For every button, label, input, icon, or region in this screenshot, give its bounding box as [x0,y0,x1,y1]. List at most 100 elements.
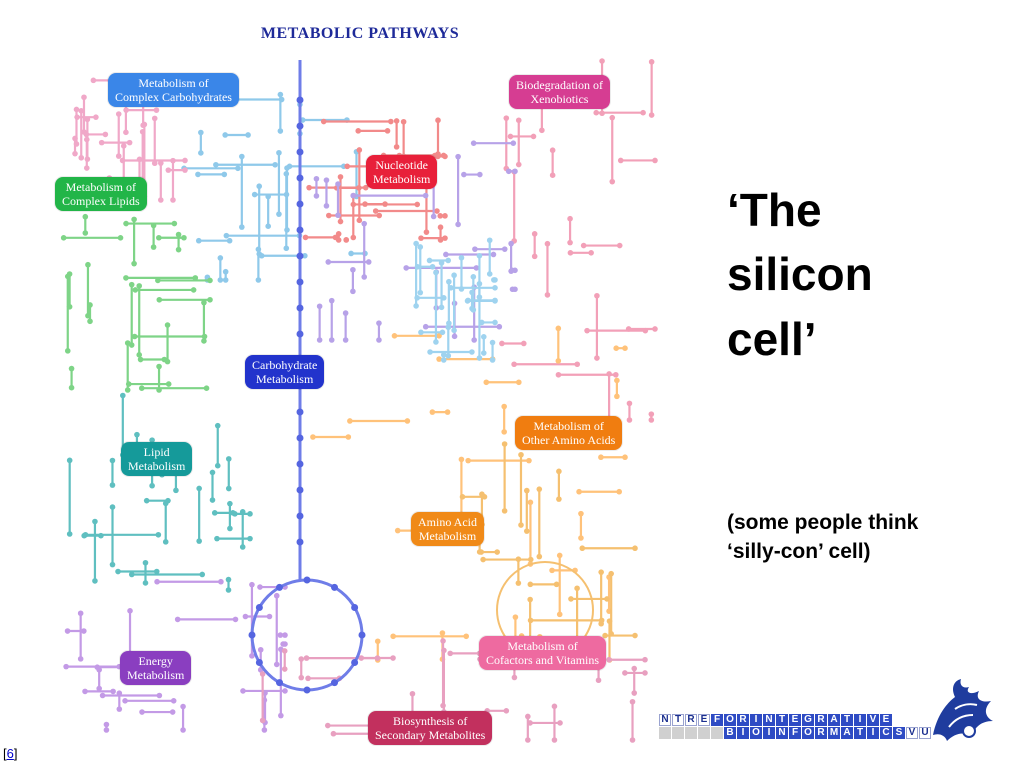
pathway-node [505,168,512,175]
pathway-node [259,671,266,677]
trunk-node [296,174,304,182]
pathway-node [527,556,534,563]
pathway-node [372,208,379,214]
pathway-node [239,544,246,550]
pathway-node [580,242,587,249]
pathway-node [648,59,655,65]
pathway-node [527,581,534,588]
pathway-node [622,345,628,352]
pathway-node [388,118,394,125]
pathway-node [255,246,262,253]
pathway-node [142,580,149,586]
pathway-node [83,165,90,171]
pathway-node [472,246,478,252]
pathway-node [232,616,239,623]
pathway-node [240,688,246,694]
pathway-node [501,403,507,410]
pathway-node [73,106,80,113]
pathway-node [164,322,171,328]
pathway-node [109,482,116,488]
pathway-node [549,172,556,179]
pathway-node [481,494,488,500]
logo-letter: V [906,727,918,739]
pathway-node [523,528,530,534]
pathway-node [648,112,655,118]
logo-letter: M [828,727,840,739]
pathway-node [609,114,616,121]
pathway-node [190,287,197,293]
pathway-node [556,611,563,618]
slide-number-link[interactable]: 6 [6,746,14,761]
pathway-node [63,663,69,670]
pathway-node [156,234,162,241]
pathway-node [365,259,372,265]
trunk-node [296,512,304,520]
pathway-node [578,535,584,541]
pathway-node [455,221,461,228]
slide-title: ‘The silicon cell’ [727,178,873,371]
pathway-node [345,434,352,440]
pathway-node [109,457,116,464]
pathway-node [486,271,493,277]
pathway-node [171,220,178,227]
pathway-node [427,349,433,355]
logo-letter: T [841,714,853,726]
pathway-node [115,111,122,117]
pathway-node [174,616,181,623]
pathway-node [422,192,429,199]
logo-letter: E [698,714,710,726]
pathway-node [642,327,649,334]
pathway-node [614,377,620,384]
pathway-node [82,213,89,220]
pathway-node [616,488,623,495]
logo-blank-cell [698,727,710,739]
pathway-node [626,417,633,423]
pathway-node [512,168,518,175]
pathway-node [604,596,610,602]
pathway-node [342,310,349,316]
pathway-node [477,171,483,178]
pathway-node [527,596,533,603]
pathway-node [445,257,452,264]
pathway-node [576,488,582,495]
pathway-node [376,320,382,326]
pathway-node [257,646,264,653]
pathway-node [469,305,475,312]
pathway-node [81,628,87,634]
logo-blank-cell [685,727,697,739]
pathway-node [480,350,487,356]
pathway-node [508,240,514,247]
pathway-node [87,318,93,325]
logo-letter: B [724,727,736,739]
pathway-node [66,531,73,537]
pathway-node [273,661,280,668]
pathway-node [283,245,290,252]
pathway-node [347,418,353,424]
pathway-node [507,133,514,140]
pathway-node [214,462,221,469]
pathway-node [490,251,497,258]
pathway-node [526,457,532,464]
pathway-node [527,617,534,624]
pathway-node [631,690,638,696]
pathway-node [181,234,187,241]
pathway-node [626,400,633,407]
pathway-node [78,108,85,114]
label-secondary-metabolites: Biosynthesis of Secondary Metabolites [368,711,493,745]
slide-note: (some people think ‘silly-con’ cell) [727,508,1007,567]
pathway-node [226,237,233,244]
trunk-node [296,278,304,286]
pathway-node [151,115,158,122]
pathway-node [512,286,518,293]
tca-node [331,679,338,687]
logo-letter: N [659,714,671,726]
pathway-node [489,339,496,346]
label-amino-acid: Amino Acid Metabolism [411,512,484,546]
pathway-node [320,118,327,125]
logo-letter: I [763,727,775,739]
pathway-node [629,737,636,743]
pathway-node [150,244,157,250]
pathway-node [439,630,446,636]
pathway-node [436,356,442,362]
